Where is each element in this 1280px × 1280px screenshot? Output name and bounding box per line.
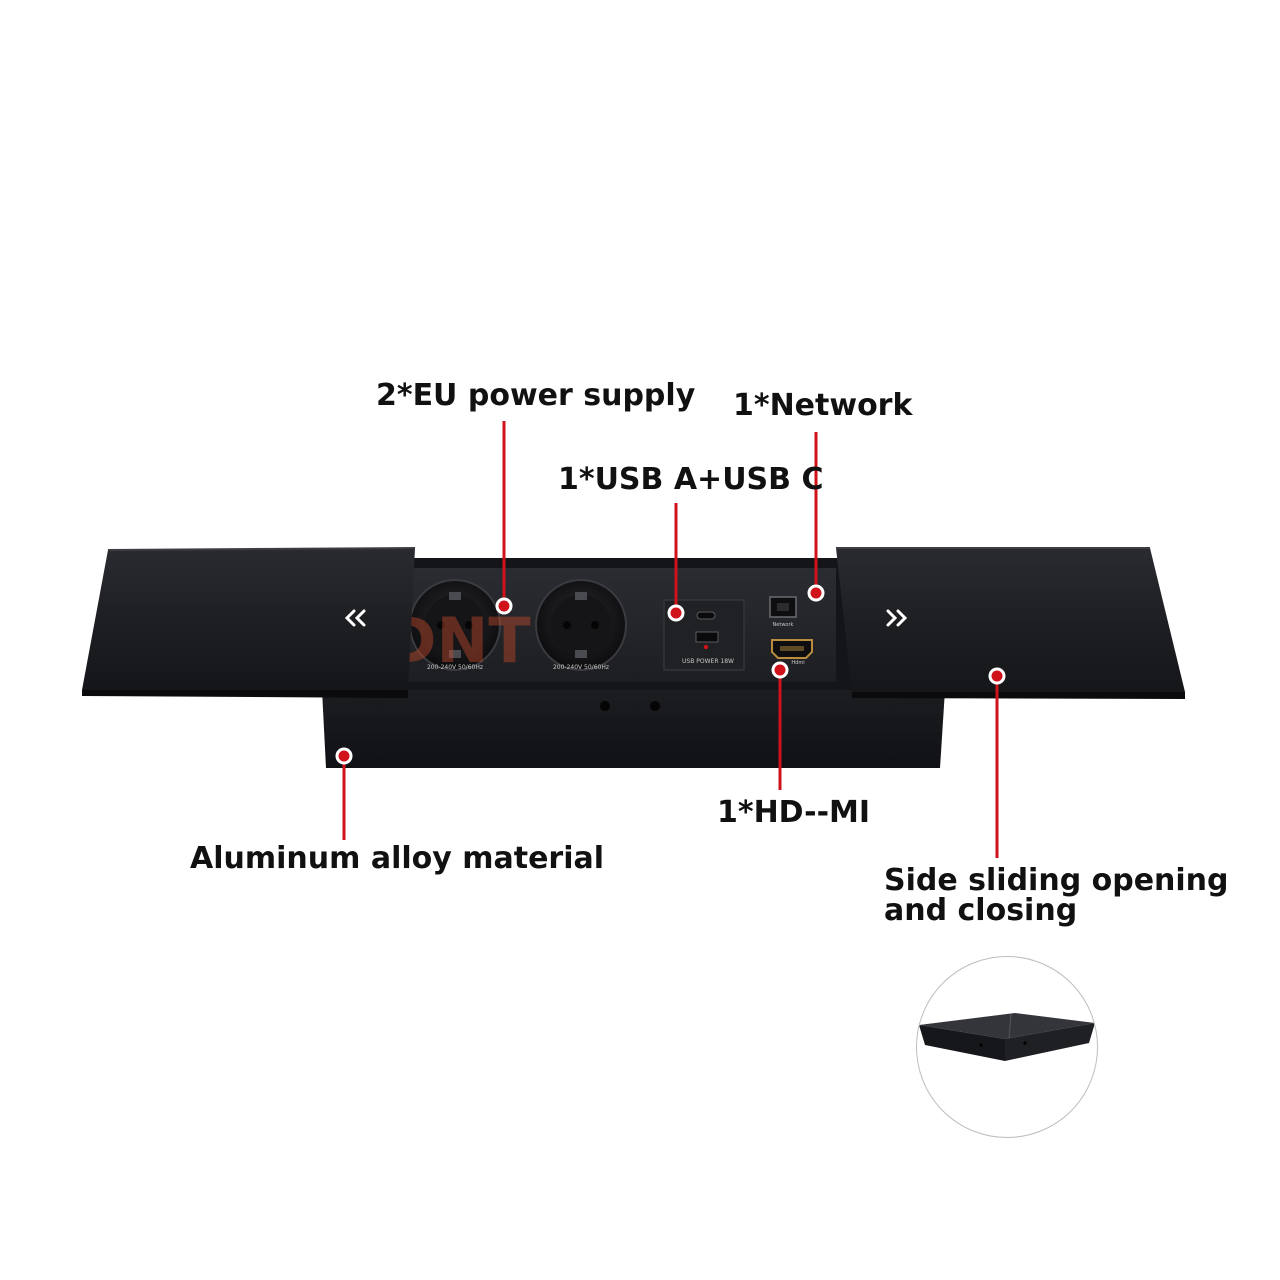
- usb-module-label: USB POWER 18W: [682, 658, 734, 665]
- network-port-label: Network: [773, 622, 794, 628]
- socket-rating-left: 200-240V 50/60Hz: [427, 664, 483, 671]
- hdmi-port-label: Hdmi: [791, 660, 804, 666]
- eu-socket-right: [535, 579, 627, 671]
- label-side-sliding-line2: and closing: [884, 893, 1078, 928]
- socket-rating-right: 200-240V 50/60Hz: [553, 664, 609, 671]
- label-network: 1*Network: [733, 388, 913, 423]
- double-chevron-left-icon: [344, 609, 366, 627]
- callout-network: [807, 432, 825, 602]
- label-aluminum-alloy: Aluminum alloy material: [190, 841, 605, 876]
- label-hdmi: 1*HD--MI: [717, 795, 871, 830]
- callout-aluminum: [335, 747, 353, 840]
- label-side-sliding-line1: Side sliding opening: [884, 863, 1229, 898]
- closed-product-image: [919, 1013, 1095, 1061]
- double-chevron-right-icon: [886, 609, 908, 627]
- label-eu-power-supply: 2*EU power supply: [376, 378, 696, 413]
- callout-sliding: [988, 667, 1006, 858]
- callout-eu-power: [495, 421, 513, 615]
- housing-body: [322, 690, 945, 768]
- network-port: [769, 596, 797, 618]
- usb-c-port: [696, 611, 716, 620]
- left-sliding-lid: [82, 547, 416, 698]
- usb-a-port: [695, 631, 719, 643]
- screw-hole-left: [600, 701, 610, 711]
- right-sliding-lid: [836, 547, 1185, 699]
- closed-product-inset: [916, 956, 1098, 1138]
- callout-usb: [667, 503, 685, 622]
- callout-hdmi: [771, 661, 789, 790]
- screw-hole-right: [650, 701, 660, 711]
- hdmi-port: [771, 639, 813, 659]
- label-usb: 1*USB A+USB C: [558, 462, 824, 497]
